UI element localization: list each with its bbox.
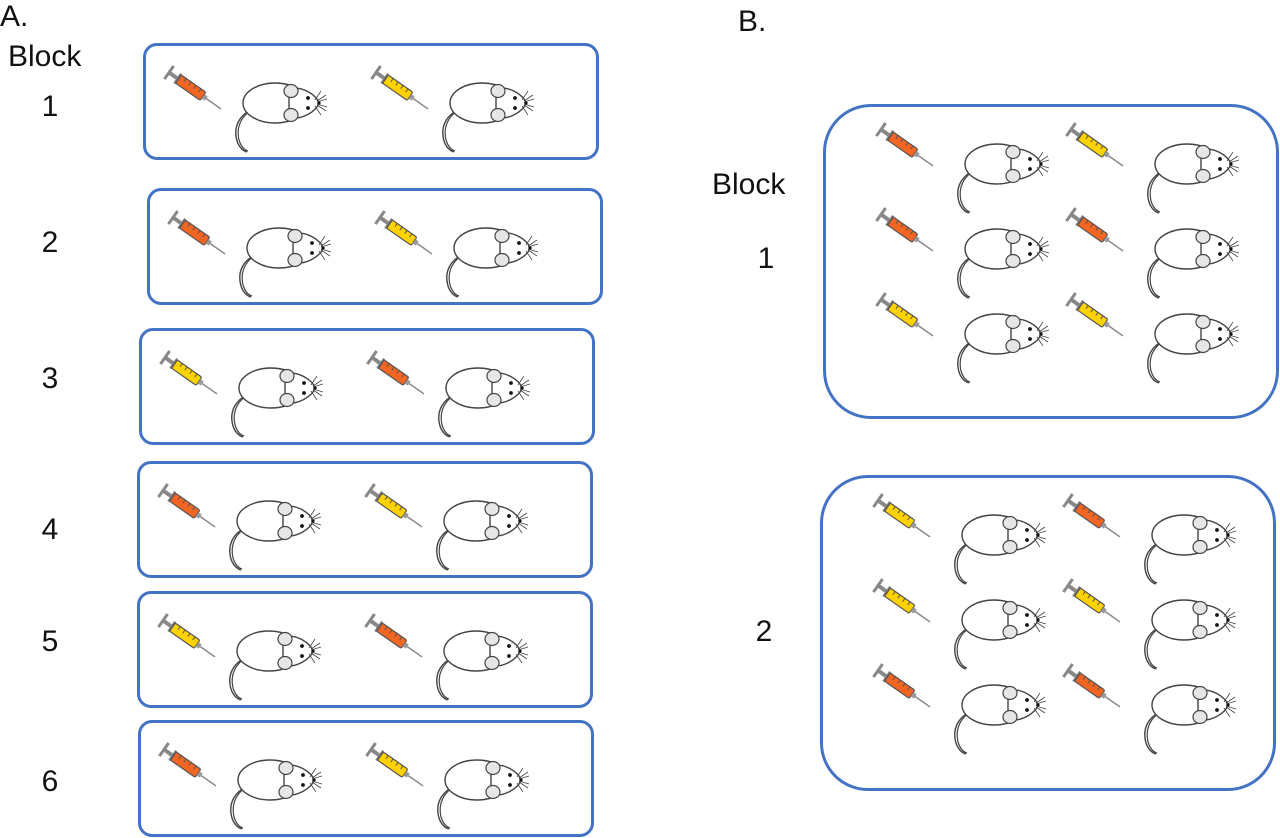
syringe-icon xyxy=(1065,207,1124,252)
syringe-icon xyxy=(167,210,226,255)
mouse-icon xyxy=(446,227,539,298)
syringe-icon xyxy=(1065,292,1124,337)
mouse-icon xyxy=(957,313,1050,384)
syringe-icon xyxy=(365,742,424,787)
syringe-icon xyxy=(157,613,216,658)
mouse-icon xyxy=(1147,143,1240,214)
mouse-icon xyxy=(1147,313,1240,384)
panel-a-block-header: Block xyxy=(8,40,82,73)
panel-a-block-number: 4 xyxy=(41,513,59,546)
syringe-icon xyxy=(872,578,931,623)
syringe-icon xyxy=(875,292,934,337)
syringe-icon xyxy=(1062,493,1121,538)
syringe-icon xyxy=(1062,578,1121,623)
mouse-icon xyxy=(437,759,530,830)
syringe-icon xyxy=(157,483,216,528)
panel-a-block-box xyxy=(137,461,593,578)
syringe-icon xyxy=(364,483,423,528)
syringe-icon xyxy=(875,207,934,252)
syringe-icon xyxy=(872,493,931,538)
mouse-icon xyxy=(231,367,324,438)
panel-b-block-header: Block xyxy=(712,168,786,201)
panel-a-label: A. xyxy=(0,0,29,33)
syringe-icon xyxy=(163,65,222,110)
mouse-icon xyxy=(442,82,535,153)
panel-a-block-number: 5 xyxy=(41,625,59,658)
syringe-icon xyxy=(1062,663,1121,708)
panel-b-block-number: 1 xyxy=(757,242,775,275)
syringe-icon xyxy=(1065,122,1124,167)
mouse-icon xyxy=(957,228,1050,299)
panel-a-block-number: 3 xyxy=(41,362,59,395)
mouse-icon xyxy=(230,759,323,830)
mouse-icon xyxy=(954,514,1047,585)
panel-a-block-box xyxy=(143,43,599,160)
mouse-icon xyxy=(1144,514,1237,585)
syringe-icon xyxy=(875,122,934,167)
panel-a-block-number: 1 xyxy=(41,90,59,123)
mouse-icon xyxy=(239,227,332,298)
mouse-icon xyxy=(1144,684,1237,755)
syringe-icon xyxy=(158,742,217,787)
syringe-icon xyxy=(374,210,433,255)
mouse-icon xyxy=(235,82,328,153)
mouse-icon xyxy=(1144,599,1237,670)
syringe-icon xyxy=(872,663,931,708)
mouse-icon xyxy=(438,367,531,438)
mouse-icon xyxy=(1147,228,1240,299)
mouse-icon xyxy=(954,599,1047,670)
syringe-icon xyxy=(370,65,429,110)
syringe-icon xyxy=(364,613,423,658)
syringe-icon xyxy=(159,350,218,395)
mouse-icon xyxy=(436,630,529,701)
panel-b-label: B. xyxy=(738,5,767,38)
panel-a-block-number: 6 xyxy=(41,765,59,798)
panel-a-block-box xyxy=(138,720,594,837)
panel-a-block-box xyxy=(137,591,593,708)
mouse-icon xyxy=(229,500,322,571)
syringe-icon xyxy=(366,350,425,395)
panel-b-block-box xyxy=(820,475,1276,791)
mouse-icon xyxy=(954,684,1047,755)
mouse-icon xyxy=(229,630,322,701)
mouse-icon xyxy=(957,143,1050,214)
panel-b-block-number: 2 xyxy=(755,615,773,648)
panel-a-block-box xyxy=(147,188,603,305)
panel-b-block-box xyxy=(823,104,1279,419)
panel-a-block-box xyxy=(139,328,595,445)
panel-a-block-number: 2 xyxy=(41,226,59,259)
mouse-icon xyxy=(436,500,529,571)
